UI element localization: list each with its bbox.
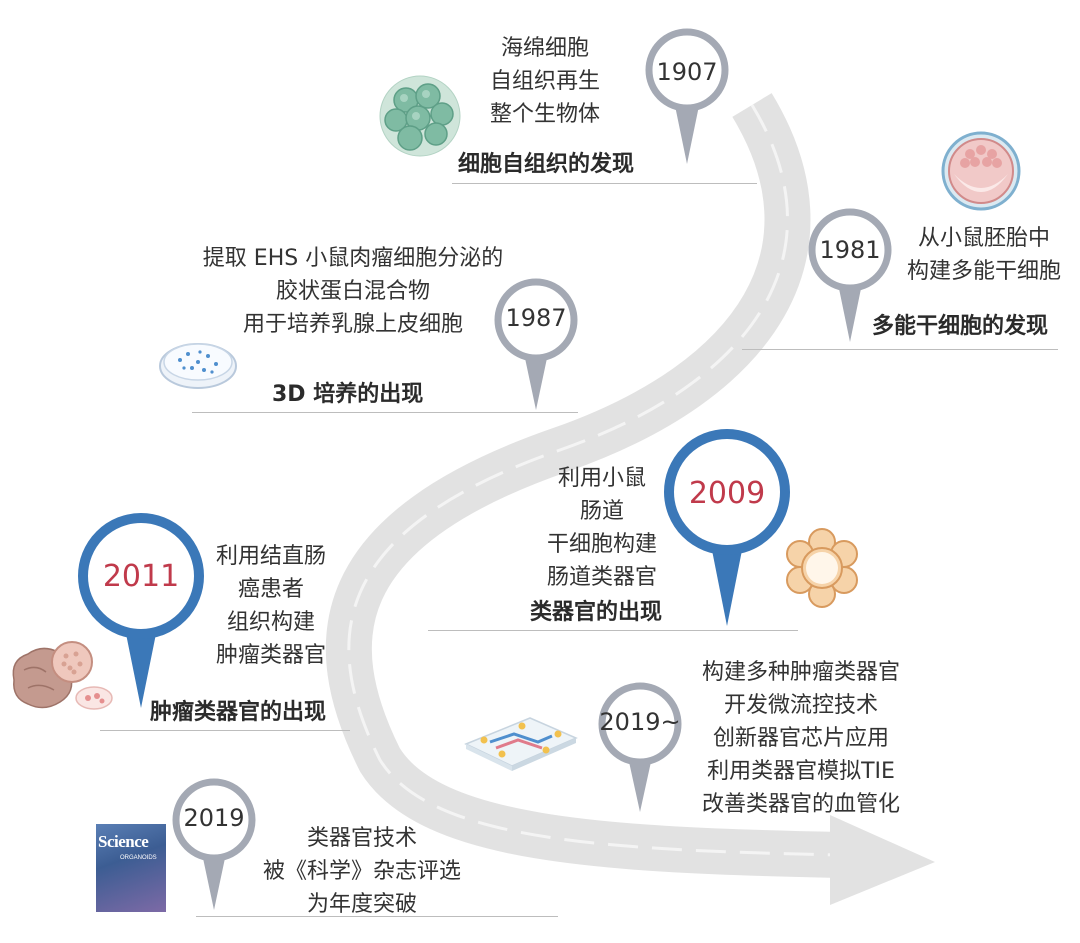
desc-line: 肿瘤类器官	[215, 643, 326, 668]
pin-1981	[808, 208, 892, 342]
microfluidic-chip-illustration	[464, 717, 578, 771]
intestinal-organoid-illustration	[786, 528, 858, 608]
rule-2019	[196, 916, 558, 917]
desc-line: 自组织再生	[489, 69, 600, 94]
desc-line: 为年度突破	[306, 892, 417, 917]
pin-2009	[664, 429, 790, 626]
science-cover-title: Science	[98, 832, 149, 851]
arrow-head	[830, 815, 935, 905]
petri-dish-illustration	[159, 343, 237, 389]
title-1987: 3D 培养的出现	[272, 382, 424, 407]
rule-2009	[428, 630, 798, 631]
desc-line: 从小鼠胚胎中	[917, 226, 1050, 251]
desc-line: 提取 EHS 小鼠肉瘤细胞分泌的	[202, 246, 504, 271]
desc-2019b: 构建多种肿瘤类器官 开发微流控技术 创新器官芯片应用 利用类器官模拟TIE 改善…	[686, 656, 916, 821]
year-label-2019b: 2019~	[599, 708, 681, 736]
rule-1907	[452, 183, 757, 184]
desc-line: 用于培养乳腺上皮细胞	[242, 312, 463, 337]
title-2011: 肿瘤类器官的出现	[150, 700, 327, 725]
pin-2019	[172, 778, 256, 910]
pin-1907	[645, 28, 729, 164]
desc-2019: 类器官技术 被《科学》杂志评选 为年度突破	[252, 822, 472, 921]
desc-line: 胶状蛋白混合物	[275, 279, 430, 304]
pin-1987	[494, 278, 578, 410]
pin-2011	[78, 513, 204, 708]
desc-1987: 提取 EHS 小鼠肉瘤细胞分泌的 胶状蛋白混合物 用于培养乳腺上皮细胞	[180, 242, 526, 341]
sponge-cells-illustration	[379, 75, 461, 157]
desc-line: 开发微流控技术	[723, 693, 878, 718]
desc-line: 肠道类器官	[546, 565, 657, 590]
year-label-2009: 2009	[688, 476, 766, 511]
rule-1987	[192, 412, 578, 413]
desc-line: 组织构建	[226, 610, 315, 635]
tumor-organoid-illustration	[12, 641, 113, 710]
desc-line: 利用小鼠	[557, 466, 646, 491]
science-cover-subtitle: ORGANOIDS	[120, 855, 157, 861]
desc-1981: 从小鼠胚胎中 构建多能干细胞	[896, 222, 1072, 288]
rule-1981	[742, 349, 1058, 350]
desc-line: 整个生物体	[489, 102, 600, 127]
science-cover-image: Science ORGANOIDS	[96, 824, 166, 912]
desc-2009: 利用小鼠 肠道 干细胞构建 肠道类器官	[532, 462, 672, 594]
desc-line: 利用类器官模拟TIE	[707, 759, 895, 784]
desc-line: 癌患者	[237, 577, 304, 602]
rule-2011	[100, 730, 350, 731]
desc-2011: 利用结直肠 癌患者 组织构建 肿瘤类器官	[206, 540, 336, 672]
desc-line: 肠道	[579, 499, 624, 524]
year-label-1907: 1907	[656, 58, 718, 86]
desc-line: 海绵细胞	[500, 36, 589, 61]
year-label-1987: 1987	[505, 304, 567, 332]
year-label-1981: 1981	[819, 236, 881, 264]
desc-1907: 海绵细胞 自组织再生 整个生物体	[480, 32, 610, 131]
desc-line: 类器官技术	[306, 826, 417, 851]
desc-line: 构建多能干细胞	[906, 259, 1061, 284]
desc-line: 创新器官芯片应用	[712, 726, 889, 751]
desc-line: 被《科学》杂志评选	[262, 859, 461, 884]
title-2009: 类器官的出现	[530, 600, 663, 625]
desc-line: 干细胞构建	[546, 532, 657, 557]
title-1981: 多能干细胞的发现	[872, 314, 1049, 339]
pin-2019b	[598, 682, 682, 812]
embryo-illustration	[941, 131, 1021, 211]
title-1907: 细胞自组织的发现	[458, 152, 635, 177]
desc-line: 利用结直肠	[215, 544, 326, 569]
year-label-2011: 2011	[102, 559, 180, 594]
desc-line: 改善类器官的血管化	[701, 792, 900, 817]
desc-line: 构建多种肿瘤类器官	[701, 660, 900, 685]
year-label-2019: 2019	[183, 804, 245, 832]
